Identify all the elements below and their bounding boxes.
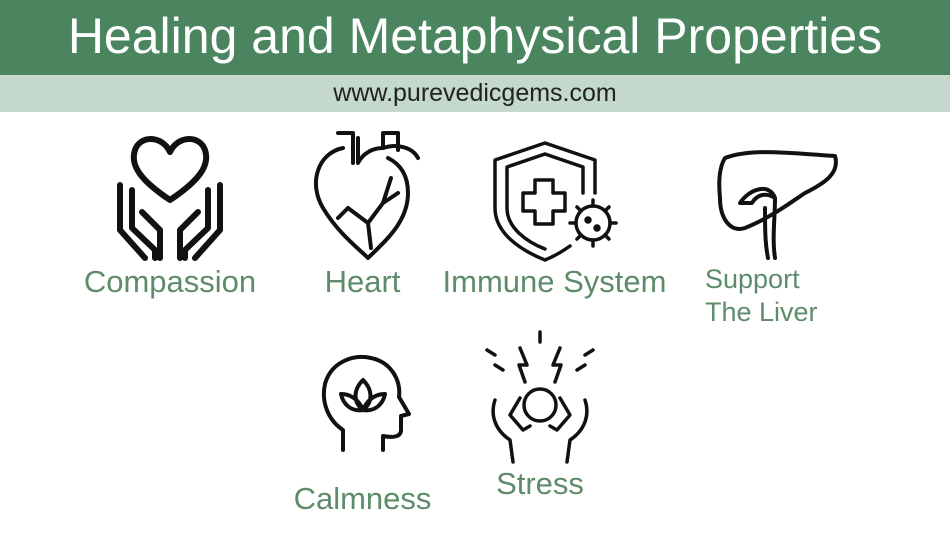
property-label: Compassion (83, 264, 257, 299)
property-heart: Heart (300, 128, 425, 299)
property-label-line1: Support (705, 264, 800, 294)
property-support-the-liver: Support The Liver (705, 148, 845, 329)
property-immune-system: Immune System (432, 138, 677, 299)
head-lotus-icon (321, 355, 411, 452)
property-label: Stress (496, 466, 584, 501)
liver-icon (717, 150, 838, 260)
page-title: Healing and Metaphysical Properties (0, 0, 950, 75)
shield-virus-icon (492, 141, 618, 262)
property-label: Calmness (293, 481, 432, 516)
property-label: Heart (324, 264, 401, 299)
heart-in-hands-icon (117, 136, 223, 261)
property-label-line2: The Liver (705, 297, 818, 327)
anatomical-heart-icon (313, 131, 420, 260)
stress-hands-icon (485, 330, 595, 464)
property-calmness: Calmness (285, 352, 440, 516)
property-stress: Stress (470, 330, 610, 501)
website-url: www.purevedicgems.com (0, 75, 950, 112)
property-label: Immune System (442, 264, 667, 299)
property-compassion: Compassion (75, 130, 265, 299)
